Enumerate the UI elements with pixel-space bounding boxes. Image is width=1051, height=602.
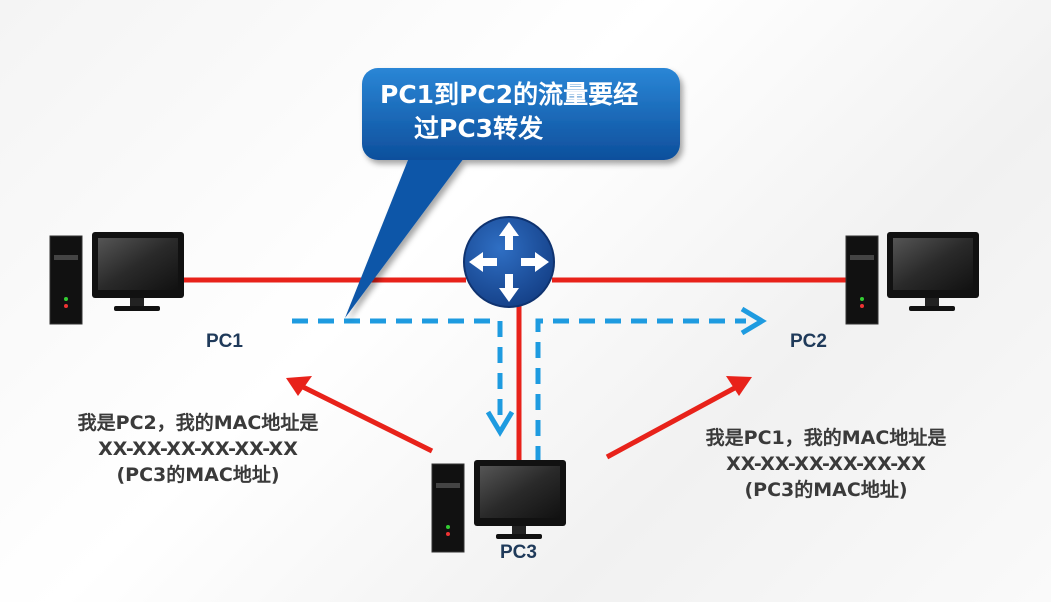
claim-right-line-1: 我是PC1，我的MAC地址是: [705, 427, 947, 449]
claim-left: 我是PC2，我的MAC地址是 XX-XX-XX-XX-XX-XX (PC3的MA…: [38, 410, 358, 488]
claim-left-line-1: 我是PC2，我的MAC地址是: [77, 412, 319, 434]
claim-right-line-2: XX-XX-XX-XX-XX-XX: [726, 453, 926, 475]
callout-line-2: 过PC3转发: [414, 114, 544, 143]
pc3-computer-icon: [431, 460, 566, 553]
claim-right-line-3: (PC3的MAC地址): [744, 479, 908, 501]
flow-arrowhead-down-icon: [485, 410, 515, 437]
spoof-arrowhead-left-icon: [286, 376, 312, 396]
claim-left-line-2: XX-XX-XX-XX-XX-XX: [98, 438, 298, 460]
spoof-arrow-left: [289, 379, 434, 454]
callout-line-1: PC1到PC2的流量要经: [380, 80, 639, 109]
network-links: [183, 277, 848, 462]
pc1-computer-icon: [49, 232, 184, 325]
callout-text: PC1到PC2的流量要经 过PC3转发: [372, 78, 672, 146]
flow-arrowhead-right-icon: [740, 306, 767, 336]
router-icon: [463, 216, 555, 308]
spoof-arrow-right: [605, 381, 744, 460]
pc2-computer-icon: [845, 232, 979, 325]
flow-pc3-to-pc2: [535, 318, 746, 462]
pc3-label: PC3: [500, 542, 537, 563]
pc1-label: PC1: [206, 331, 243, 352]
claim-right: 我是PC1，我的MAC地址是 XX-XX-XX-XX-XX-XX (PC3的MA…: [666, 425, 986, 503]
callout-tail: [345, 150, 470, 318]
callout-box: [362, 68, 680, 160]
spoof-arrowhead-right-icon: [726, 376, 752, 396]
callout-bubble: [345, 68, 680, 318]
claim-left-line-3: (PC3的MAC地址): [116, 464, 280, 486]
traffic-flow-path: [292, 318, 746, 462]
pc2-label: PC2: [790, 331, 827, 352]
flow-pc1-to-pc3: [292, 318, 503, 418]
